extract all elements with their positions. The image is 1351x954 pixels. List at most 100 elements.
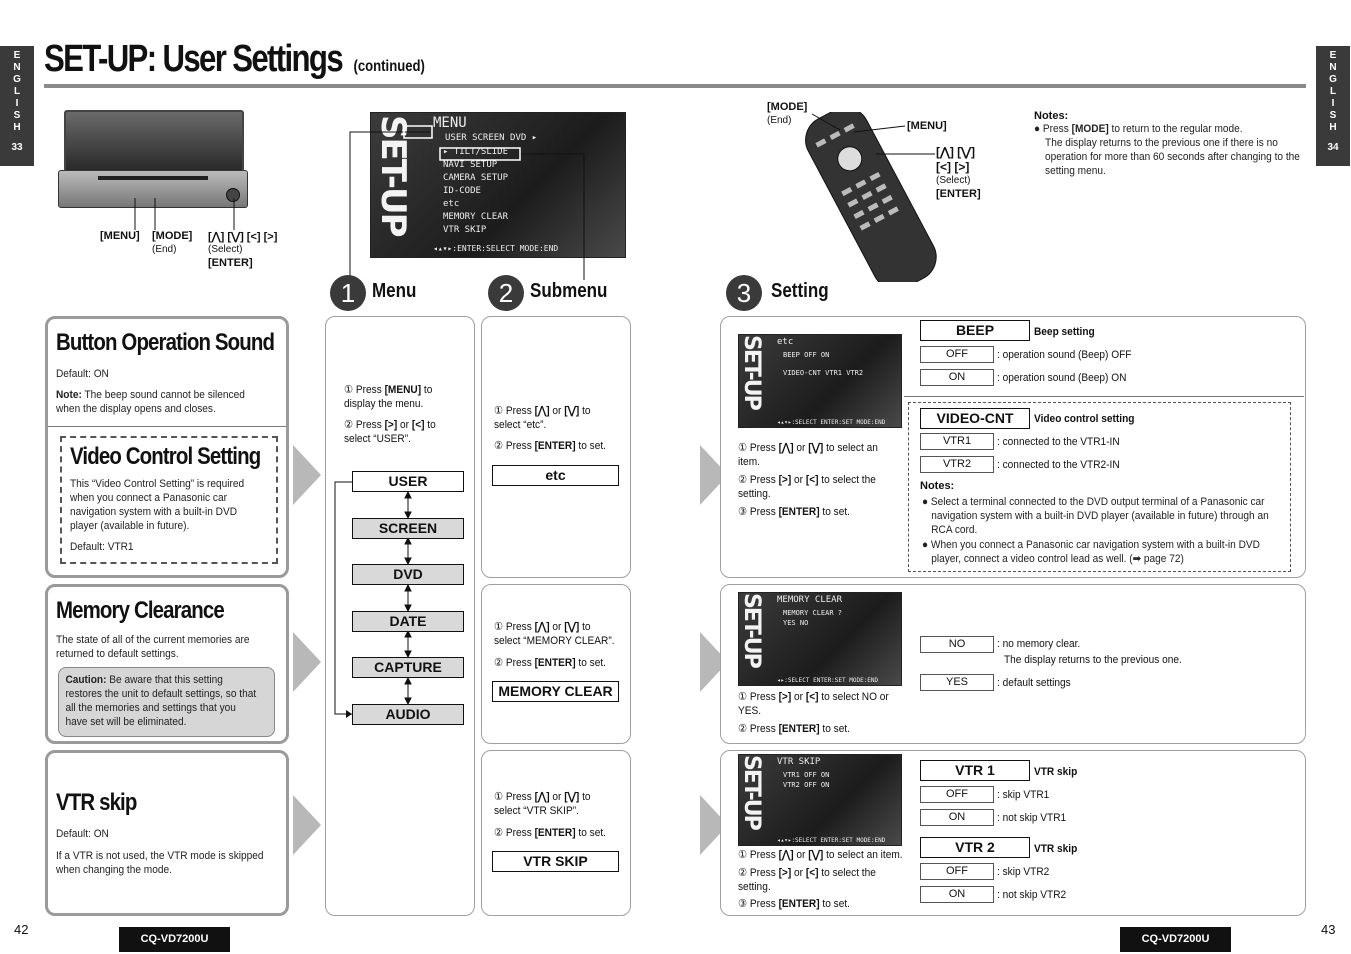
- etc-note-text: Select a terminal connected to the DVD o…: [930, 496, 1269, 536]
- side-tab-letter: N: [1329, 62, 1337, 73]
- vtr1-option-off-desc: : skip VTR1: [997, 789, 1050, 801]
- remote-arrows2-label: [<] [>]: [936, 160, 970, 174]
- remote-end-label: (End): [767, 115, 792, 126]
- notes-heading: Notes:: [1034, 110, 1069, 122]
- video-control-default: Default: VTR1: [70, 541, 134, 553]
- menu-step-1: ① Press [MENU] to display the menu.: [344, 384, 433, 410]
- unit-select-label: (Select): [208, 244, 243, 255]
- memory-clear-screen: SET-UP MEMORY CLEAR MEMORY CLEAR ? YES N…: [738, 592, 902, 686]
- submenu-vtr-step-2: ② Press [ENTER] to set.: [494, 827, 606, 839]
- title-rule: [44, 84, 1306, 88]
- vtr2-option-on-desc: : not skip VTR2: [997, 889, 1067, 901]
- screen-footer: ◂▴▾▸:ENTER:SELECT MODE:END: [433, 244, 559, 253]
- side-tab-letter: L: [1329, 86, 1337, 97]
- submenu-mc-step-1: ① Press [⋀] or [⋁] to select “MEMORY CLE…: [494, 621, 615, 647]
- panel-memory-clear: Memory Clearance The state of all of the…: [45, 584, 289, 744]
- unit-arrows-label: [⋀] [⋁] [<] [>]: [208, 231, 278, 243]
- side-tab-letter: G: [1329, 74, 1337, 85]
- section-title-video-control: Video Control Setting: [70, 443, 261, 470]
- setting-etc-step-1: ① Press [⋀] or [⋁] to select an item.: [738, 442, 878, 468]
- head-unit-knob: [226, 188, 240, 202]
- video-cnt-dashed-box: [908, 402, 1291, 572]
- caution-label: Caution:: [65, 674, 107, 686]
- step-number-2: 2: [488, 275, 524, 311]
- page-number-left: 42: [14, 922, 29, 937]
- beep-option-on: ON: [920, 369, 994, 386]
- page-number-right: 43: [1321, 922, 1336, 937]
- caution-text: Caution: Be aware that this setting rest…: [59, 668, 266, 734]
- side-tab-letter: S: [13, 110, 21, 121]
- setting-vtr-step-3: ③ Press [ENTER] to set.: [738, 898, 850, 910]
- vtr1-option-off: OFF: [920, 786, 994, 803]
- unit-end-label: (End): [152, 244, 177, 255]
- vtr1-option-on-desc: : not skip VTR1: [997, 812, 1067, 824]
- section-divider: [48, 426, 286, 427]
- head-unit-illustration: [58, 110, 248, 210]
- setting-mc-step-2: ② Press [ENTER] to set.: [738, 723, 850, 735]
- flow-arrow: [293, 795, 321, 855]
- beep-option-off-desc: : operation sound (Beep) OFF: [997, 349, 1132, 361]
- screen-title: etc: [777, 337, 794, 347]
- screen-title: VTR SKIP: [777, 757, 821, 767]
- side-tab-page: 33: [11, 142, 23, 153]
- head-unit-slot: [98, 176, 208, 180]
- head-unit-screen: [64, 110, 244, 172]
- screen-side-label: SET-UP: [739, 593, 764, 667]
- title-text: SET-UP: User Settings: [44, 38, 344, 80]
- screen-menu-item: etc: [443, 199, 460, 209]
- etc-notes-heading: Notes:: [920, 480, 955, 492]
- note-text: The beep sound cannot be silenced when t…: [56, 389, 245, 415]
- mc-option-no-desc2: The display returns to the previous one.: [1004, 654, 1182, 666]
- panel-vtr-skip: VTR skip Default: ON If a VTR is not use…: [45, 750, 289, 916]
- side-tab-letter: S: [1329, 110, 1337, 121]
- video-cnt-option-vtr1-desc: : connected to the VTR1-IN: [997, 436, 1120, 448]
- menu-screen: SET-UP MENU USER SCREEN DVD ▸ ▸ TILT/SLI…: [370, 112, 626, 258]
- video-cnt-head: VIDEO-CNT: [920, 408, 1030, 429]
- remote-arrows1-label: [⋀] [⋁]: [936, 145, 976, 159]
- menu-item-capture: CAPTURE: [352, 657, 464, 678]
- side-tab-letter: N: [13, 62, 21, 73]
- mc-option-no-desc: : no memory clear.: [997, 638, 1081, 650]
- video-control-dashed-box: [60, 436, 278, 564]
- setting-etc-step-3: ③ Press [ENTER] to set.: [738, 506, 850, 518]
- unit-mode-label: [MODE]: [152, 230, 193, 242]
- screen-row: BEEP OFF ON: [783, 351, 830, 359]
- unit-menu-label: [MENU]: [100, 230, 140, 242]
- side-tab-letter: H: [1329, 122, 1337, 133]
- screen-row: VTR1 OFF ON: [783, 771, 830, 779]
- menu-item-screen: SCREEN: [352, 517, 464, 539]
- menu-item-user: USER: [352, 471, 464, 492]
- notes-block: Notes: ● Press [MODE] to return to the r…: [1034, 110, 1304, 178]
- submenu-etc-step-2: ② Press [ENTER] to set.: [494, 440, 606, 452]
- vtr2-head: VTR 2: [920, 837, 1030, 858]
- video-cnt-option-vtr2-desc: : connected to the VTR2-IN: [997, 459, 1120, 471]
- panel-button-sound-video: Button Operation Sound Default: ON Note:…: [45, 316, 289, 578]
- side-tab-page: 34: [1327, 142, 1339, 153]
- menu-screen-leaders: [349, 125, 585, 285]
- screen-row: VIDEO-CNT VTR1 VTR2: [783, 369, 864, 377]
- screen-side-label: SET-UP: [739, 335, 764, 409]
- vtr2-option-off: OFF: [920, 863, 994, 880]
- head-unit-leader-lines: [134, 198, 235, 230]
- screen-menu-item: MEMORY CLEAR: [443, 212, 509, 222]
- submenu-mc-step-2: ② Press [ENTER] to set.: [494, 657, 606, 669]
- side-tab-letter: L: [13, 86, 21, 97]
- flow-arrow: [293, 445, 321, 505]
- screen-row: VTR2 OFF ON: [783, 781, 830, 789]
- menu-loop-bracket: [334, 481, 412, 718]
- remote-select-label: (Select): [936, 175, 971, 186]
- beep-option-off: OFF: [920, 346, 994, 363]
- screen-menu-item: ID-CODE: [443, 186, 481, 196]
- button-sound-default: Default: ON: [56, 368, 109, 380]
- menu-step-2: ② Press [>] or [<] to select “USER”.: [344, 419, 436, 445]
- etc-screen: SET-UP etc BEEP OFF ON VIDEO-CNT VTR1 VT…: [738, 334, 902, 428]
- screen-title: MEMORY CLEAR: [777, 595, 843, 605]
- video-cnt-desc: Video control setting: [1034, 413, 1135, 425]
- model-badge-right: CQ-VD7200U: [1120, 927, 1231, 952]
- etc-divider: [904, 396, 1304, 397]
- remote-mode-label: [MODE]: [767, 101, 808, 113]
- screen-menu-item: ▸ TILT/SLIDE: [443, 147, 509, 157]
- submenu-etc-box: etc: [492, 465, 619, 486]
- step-label-menu: Menu: [372, 280, 417, 302]
